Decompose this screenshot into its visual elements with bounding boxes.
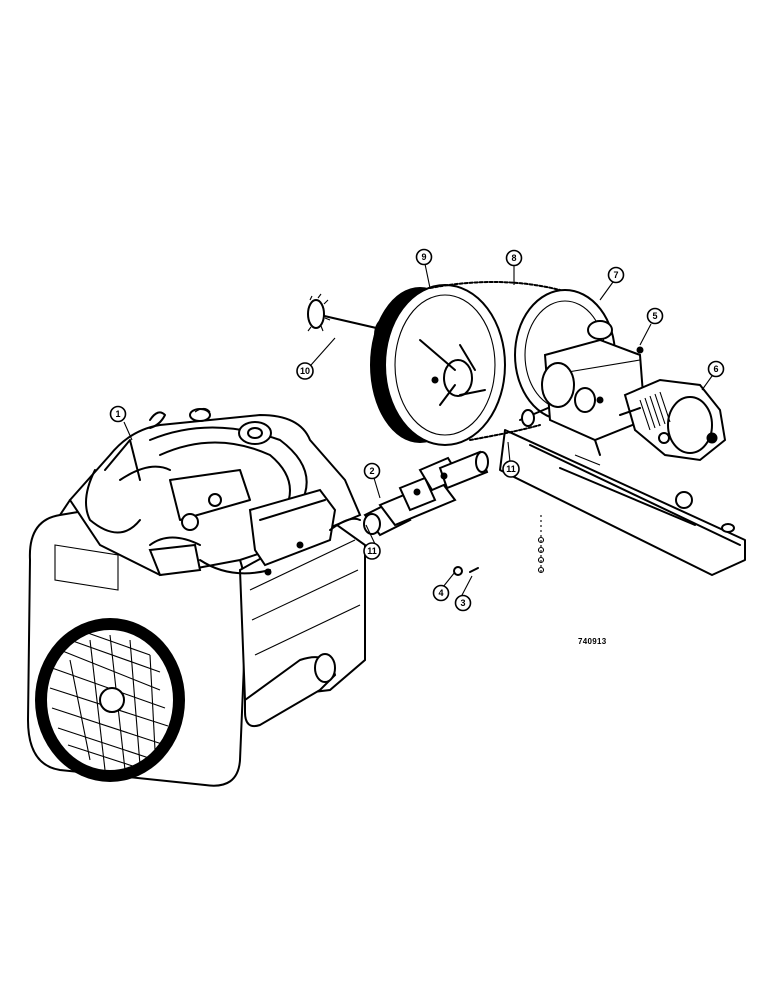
set-screw-and-nut	[453, 566, 479, 576]
svg-text:5: 5	[652, 311, 657, 321]
fastener-stack	[537, 515, 545, 575]
svg-text:10: 10	[300, 366, 310, 376]
callout-2: 2	[363, 462, 381, 480]
callout-4: 4	[432, 584, 450, 602]
callout-9: 9	[415, 248, 433, 266]
svg-text:6: 6	[713, 364, 718, 374]
v-belt	[429, 281, 561, 441]
callout-1: 1	[109, 405, 127, 423]
large-drive-pulley	[370, 284, 506, 446]
callout-10: 10	[296, 362, 314, 380]
engine	[26, 407, 366, 787]
mounting-rail	[499, 429, 746, 576]
hydraulic-pump	[619, 378, 727, 462]
svg-text:4: 4	[438, 588, 443, 598]
svg-text:11: 11	[506, 464, 516, 474]
svg-text:11: 11	[367, 546, 377, 556]
callout-8: 8	[505, 249, 523, 267]
callout-5: 5	[646, 307, 664, 325]
svg-text:9: 9	[421, 252, 426, 262]
callout-6: 6	[707, 360, 725, 378]
svg-text:3: 3	[460, 598, 465, 608]
universal-joint-drive-shaft	[363, 450, 489, 537]
callout-11-coupler: 11	[363, 542, 381, 560]
drawing-number: 740913	[578, 637, 607, 646]
leader-lines	[123, 263, 713, 598]
svg-text:8: 8	[511, 253, 516, 263]
callout-3: 3	[454, 594, 472, 612]
svg-text:1: 1	[115, 409, 120, 419]
svg-text:2: 2	[369, 466, 374, 476]
svg-text:7: 7	[613, 270, 618, 280]
callout-7: 7	[607, 266, 625, 284]
callout-11-rail: 11	[502, 460, 520, 478]
